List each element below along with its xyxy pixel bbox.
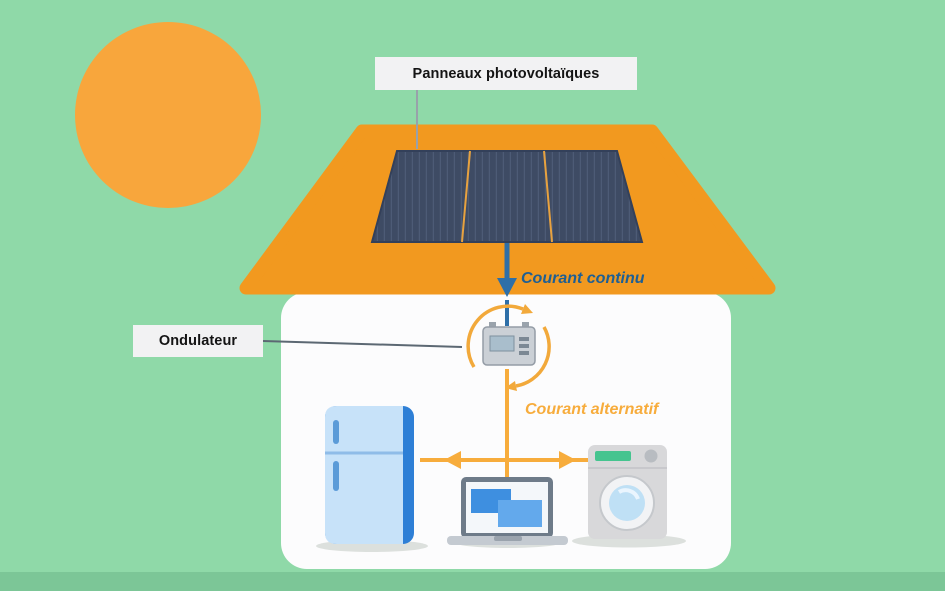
inverter-connector-line bbox=[262, 340, 463, 348]
ac-current-label: Courant alternatif bbox=[525, 401, 659, 418]
washing-machine-icon bbox=[588, 445, 667, 539]
inverter-label-text: Ondulateur bbox=[158, 333, 238, 349]
panels-label-text: Panneaux photovoltaïques bbox=[412, 65, 600, 82]
laptop-icon bbox=[447, 477, 568, 545]
panels-label: Panneaux photovoltaïques bbox=[375, 57, 637, 90]
dc-arrow-icon bbox=[497, 243, 517, 326]
refrigerator-icon bbox=[325, 406, 414, 544]
inverter-label: Ondulateur bbox=[133, 325, 263, 357]
footer-strip bbox=[0, 572, 945, 591]
solar-panels-icon bbox=[370, 150, 644, 243]
inverter-icon bbox=[482, 322, 536, 366]
dc-current-label: Courant continu bbox=[521, 270, 645, 287]
sun-icon bbox=[75, 22, 261, 208]
rotation-arrows-icon bbox=[466, 304, 551, 391]
